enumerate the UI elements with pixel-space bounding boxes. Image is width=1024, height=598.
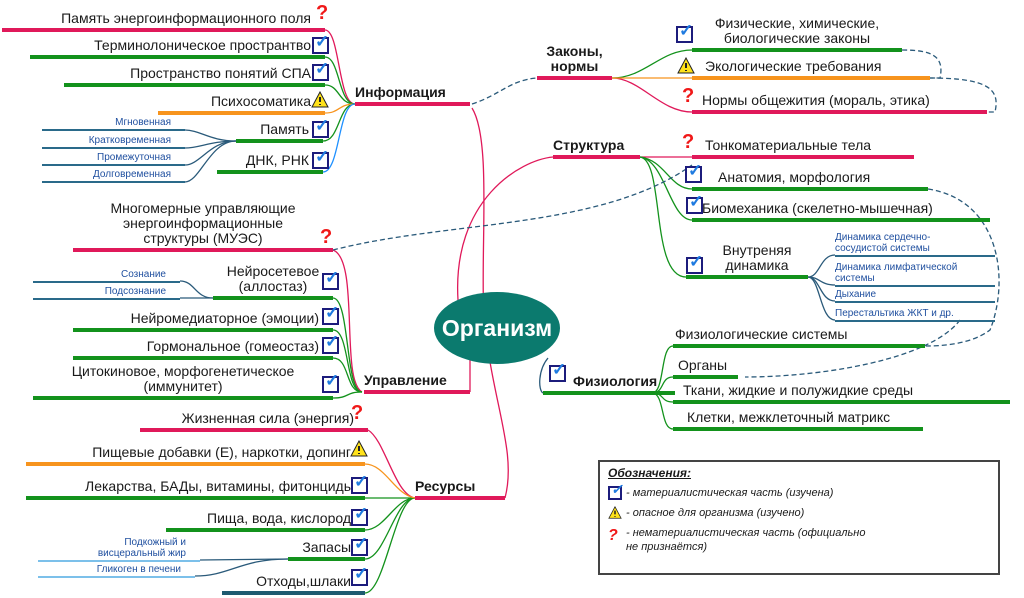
neuro-sub-consciousness[interactable]: Сознание bbox=[33, 267, 180, 283]
memory-long-term[interactable]: Долговременная bbox=[42, 168, 185, 183]
legend-text: - материалистическая часть (изучена) bbox=[626, 487, 834, 499]
hub-resources[interactable]: Ресурсы bbox=[415, 474, 505, 500]
physiology-item-cells[interactable]: Клетки, межклеточный матрикс bbox=[673, 405, 923, 431]
legend-row-materialistic: - материалистическая часть (изучена) bbox=[608, 482, 990, 500]
hub-structure[interactable]: Структура bbox=[553, 133, 640, 159]
checkbox-icon bbox=[351, 472, 368, 494]
memory-instant[interactable]: Мгновенная bbox=[42, 116, 185, 131]
legend-text: - опасное для организма (изучено) bbox=[626, 507, 805, 519]
checkbox-icon bbox=[312, 147, 329, 169]
dynamics-sub-breathing[interactable]: Дыхание bbox=[835, 288, 995, 303]
structure-item-biomechanics[interactable]: Биомеханика (скелетно-мышечная) bbox=[692, 196, 990, 222]
memory-intermediate[interactable]: Промежуточная bbox=[42, 151, 185, 166]
checkbox-icon bbox=[322, 268, 339, 290]
checkbox-icon bbox=[322, 371, 339, 393]
dynamics-sub-peristalsis[interactable]: Перестальтика ЖКТ и др. bbox=[835, 306, 995, 322]
reserves-sub-glycogen[interactable]: Гликоген в печени bbox=[38, 563, 195, 578]
legend-box: Обозначения: - материалистическая часть … bbox=[598, 460, 1000, 575]
warning-icon bbox=[350, 440, 368, 457]
neuro-sub-subconsciousness[interactable]: Подсознание bbox=[33, 284, 180, 300]
checkbox-icon bbox=[685, 161, 702, 183]
question-icon: ? bbox=[316, 2, 329, 24]
resource-item-life-force[interactable]: Жизненная сила (энергия) bbox=[140, 406, 368, 432]
control-item-neuromediator[interactable]: Нейромедиаторное (эмоции) bbox=[73, 308, 333, 332]
checkbox-icon bbox=[351, 564, 368, 586]
structure-item-anatomy[interactable]: Анатомия, морфология bbox=[692, 165, 928, 191]
checkbox-icon bbox=[312, 116, 329, 138]
resource-item-additives[interactable]: Пищевые добавки (Е), наркотки, допинг bbox=[26, 440, 365, 466]
question-icon: ? bbox=[351, 402, 364, 424]
hub-laws[interactable]: Законы, нормы bbox=[537, 34, 612, 80]
checkbox-icon bbox=[686, 252, 703, 274]
resource-item-waste[interactable]: Отходы,шлаки bbox=[222, 569, 365, 595]
checkbox-icon bbox=[312, 59, 329, 81]
legend-row-non-materialistic: ? - нематериалистическая часть (официальн… bbox=[608, 526, 990, 554]
central-node-organism[interactable]: Организм bbox=[434, 292, 560, 364]
checkbox-icon bbox=[351, 504, 368, 526]
legend-row-dangerous: - опасное для организма (изучено) bbox=[608, 506, 990, 520]
question-icon: ? bbox=[608, 527, 618, 544]
checkbox-icon bbox=[322, 332, 339, 354]
checkbox-icon bbox=[351, 534, 368, 556]
hub-control[interactable]: Управление bbox=[364, 368, 470, 394]
control-item-hormonal[interactable]: Гормональное (гомеостаз) bbox=[73, 336, 333, 360]
legend-text: - нематериалистическая часть (официально… bbox=[626, 527, 866, 553]
dynamics-sub-cardiovascular[interactable]: Динамика сердечно- сосудистой системы bbox=[835, 229, 995, 257]
resource-item-food-water-oxygen[interactable]: Пища, вода, кислород bbox=[166, 506, 365, 532]
memory-short-term[interactable]: Кратковременная bbox=[42, 134, 185, 149]
info-item-spa-concepts[interactable]: Пространство понятий СПА bbox=[64, 62, 325, 87]
structure-item-subtle-bodies[interactable]: Тонкоматериальные тела bbox=[692, 133, 914, 159]
warning-icon bbox=[608, 506, 622, 519]
checkbox-icon bbox=[312, 32, 329, 54]
structure-item-internal-dynamics[interactable]: Внутреняя динамика bbox=[686, 236, 808, 279]
reserves-sub-fat[interactable]: Подкожный и висцеральный жир bbox=[38, 534, 200, 562]
info-item-psychosomatics[interactable]: Психосоматика bbox=[158, 90, 325, 115]
resource-item-reserves[interactable]: Запасы bbox=[288, 535, 365, 561]
info-item-dna-rna[interactable]: ДНК, РНК bbox=[217, 148, 323, 174]
checkbox-icon bbox=[322, 303, 339, 325]
control-item-cytokine[interactable]: Цитокиновое, морфогенетическое (иммуните… bbox=[33, 360, 333, 400]
dynamics-sub-lymphatic[interactable]: Динамика лимфатической системы bbox=[835, 260, 995, 287]
laws-item-physical[interactable]: Физические, химические, биологические за… bbox=[692, 14, 902, 52]
physiology-item-systems[interactable]: Физиологические системы bbox=[673, 322, 925, 348]
laws-item-ecological[interactable]: Экологические требования bbox=[692, 55, 930, 80]
physiology-item-tissues[interactable]: Ткани, жидкие и полужидкие среды bbox=[673, 378, 1010, 404]
hub-physiology[interactable]: Физиология bbox=[543, 369, 675, 395]
laws-item-social-norms[interactable]: Нормы общежития (мораль, этика) bbox=[692, 88, 987, 114]
question-icon: ? bbox=[320, 226, 333, 248]
legend-title: Обозначения: bbox=[608, 466, 691, 480]
warning-icon bbox=[311, 91, 329, 108]
control-item-mues[interactable]: Многомерные управляющие энергоинформацио… bbox=[73, 188, 333, 252]
checkbox-icon bbox=[676, 21, 693, 43]
checkbox-icon bbox=[608, 482, 623, 500]
info-item-energy-field-memory[interactable]: Память энергоинформационного поля bbox=[2, 6, 325, 32]
resource-item-medicines[interactable]: Лекарства, БАДы, витамины, фитонцидь bbox=[26, 474, 365, 500]
info-item-terminological-space[interactable]: Терминолоническое пространтво bbox=[30, 34, 325, 59]
warning-icon bbox=[677, 57, 695, 74]
info-item-memory[interactable]: Память bbox=[236, 118, 323, 143]
hub-information[interactable]: Информация bbox=[355, 80, 470, 106]
question-icon: ? bbox=[682, 85, 695, 107]
question-icon: ? bbox=[682, 131, 695, 153]
checkbox-icon bbox=[549, 360, 566, 382]
physiology-item-organs[interactable]: Органы bbox=[673, 353, 738, 379]
control-item-neural-network[interactable]: Нейросетевое (аллостаз) bbox=[213, 256, 333, 300]
checkbox-icon bbox=[686, 192, 703, 214]
